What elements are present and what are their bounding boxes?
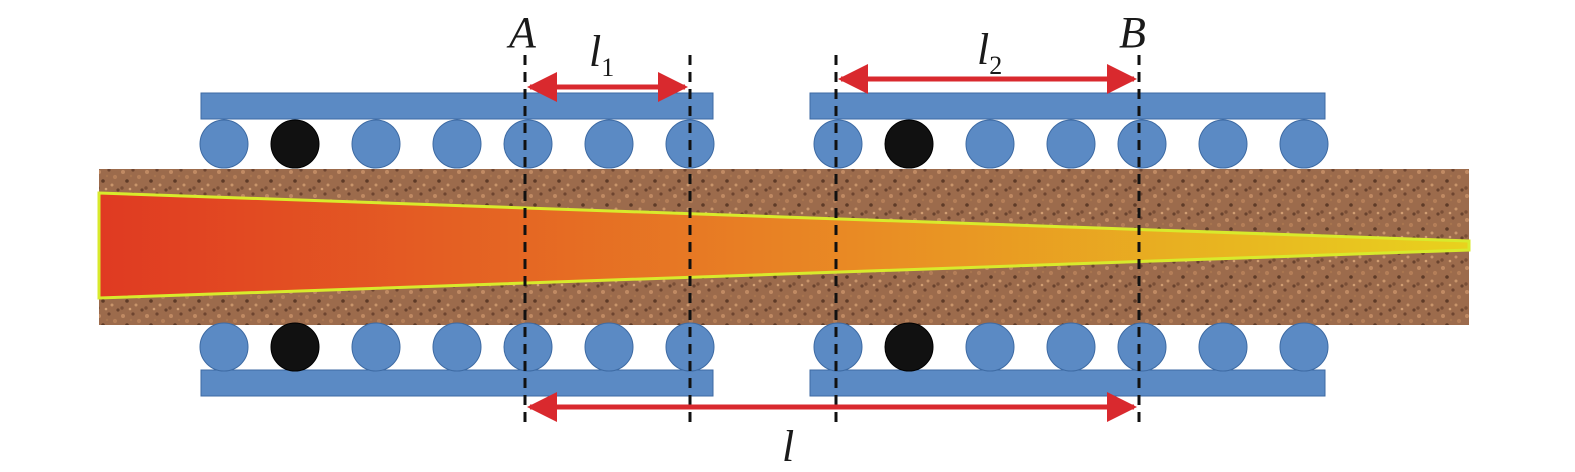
boundary-lines xyxy=(523,55,1141,424)
roller-left-top-4 xyxy=(503,119,553,169)
roller-left-top-2 xyxy=(351,119,401,169)
rollers xyxy=(199,119,1329,372)
roller-right-top-4 xyxy=(1117,119,1167,169)
label-b: B xyxy=(1119,8,1146,57)
label-l: l xyxy=(782,422,794,471)
roller-left-top-3 xyxy=(432,119,482,169)
right-bottom-plate xyxy=(809,369,1326,397)
roller-right-bottom-5 xyxy=(1198,322,1248,372)
roller-left-bottom-5 xyxy=(584,322,634,372)
left-top-plate xyxy=(200,92,714,120)
roller-right-bottom-0 xyxy=(813,322,863,372)
roller-left-top-0 xyxy=(199,119,249,169)
left-bottom-plate xyxy=(200,369,714,397)
roller-right-bottom-6 xyxy=(1279,322,1329,372)
dimension-arrows xyxy=(527,64,1137,422)
label-l1-main: l xyxy=(589,27,601,76)
black-roller-right-bottom-1 xyxy=(884,322,934,372)
roller-right-top-3 xyxy=(1046,119,1096,169)
black-roller-left-bottom-1 xyxy=(270,322,320,372)
black-roller-left-top-1 xyxy=(270,119,320,169)
roller-left-top-5 xyxy=(584,119,634,169)
black-roller-right-top-1 xyxy=(884,119,934,169)
label-a: A xyxy=(506,8,537,57)
fracture-wedge xyxy=(97,191,1471,300)
roller-left-bottom-3 xyxy=(432,322,482,372)
roller-right-top-2 xyxy=(965,119,1015,169)
roller-left-bottom-0 xyxy=(199,322,249,372)
roller-right-top-6 xyxy=(1279,119,1329,169)
label-l2-sub: 2 xyxy=(989,51,1002,80)
roller-right-top-0 xyxy=(813,119,863,169)
roller-left-bottom-2 xyxy=(351,322,401,372)
roller-right-top-5 xyxy=(1198,119,1248,169)
label-l2: l2 xyxy=(977,25,1002,80)
label-l1-sub: 1 xyxy=(601,53,614,82)
roller-right-bottom-4 xyxy=(1117,322,1167,372)
plates xyxy=(200,92,1326,397)
right-top-plate xyxy=(809,92,1326,120)
roller-right-bottom-2 xyxy=(965,322,1015,372)
roller-right-bottom-3 xyxy=(1046,322,1096,372)
label-l2-main: l xyxy=(977,25,989,74)
label-l1: l1 xyxy=(589,27,614,82)
roller-left-bottom-4 xyxy=(503,322,553,372)
